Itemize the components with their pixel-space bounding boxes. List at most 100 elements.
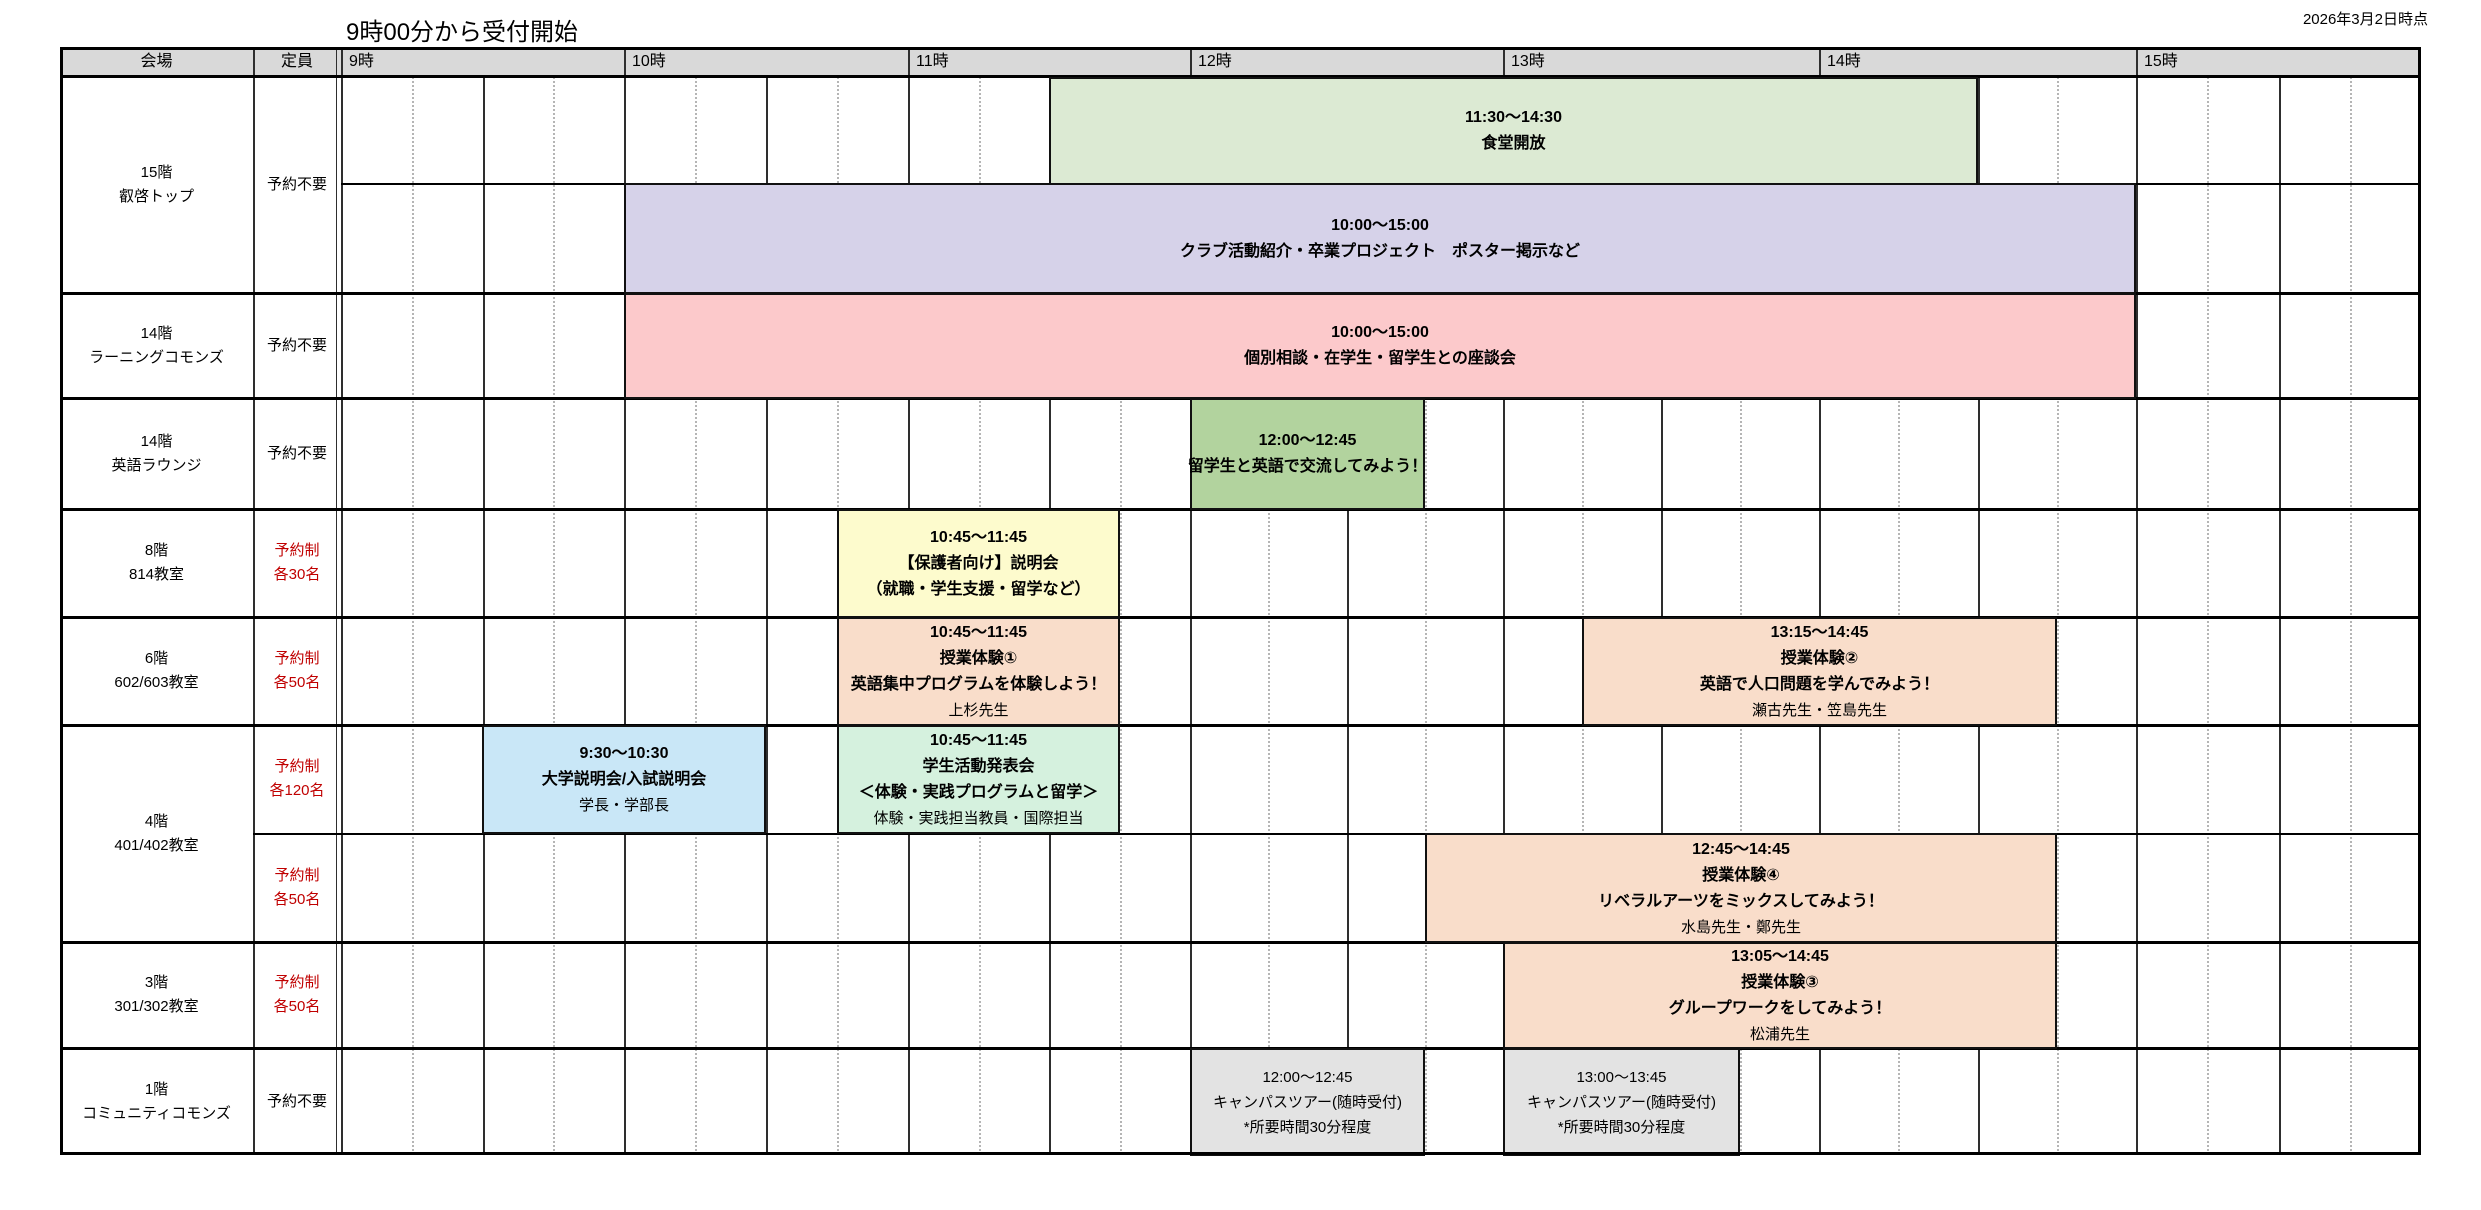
header-venue-label: 会場: [140, 53, 173, 70]
capacity-cell-1f: 予約不要: [253, 1048, 341, 1155]
header-bottom-border: [60, 75, 2421, 78]
row-border: [60, 941, 2421, 944]
event-club-poster-exhibit: 10:00〜15:00 クラブ活動紹介・卒業プロジェクト ポスター掲示など: [624, 183, 2136, 294]
event-presenter: 瀬古先生・笠島先生: [1751, 702, 1887, 719]
capacity-cell-4f-a: 予約制 各120名: [253, 725, 341, 833]
lane-divider: [253, 833, 2421, 835]
venue-floor: 6階: [144, 650, 169, 667]
capacity-line: 予約制: [274, 542, 320, 559]
capacity-cell-4f-b: 予約制 各50名: [253, 833, 341, 942]
venue-name: コミュニティコモンズ: [82, 1104, 231, 1122]
venue-name: 401/402教室: [114, 836, 199, 854]
event-title: 学生活動発表会: [922, 758, 1035, 775]
event-individual-consultation: 10:00〜15:00 個別相談・在学生・留学生との座談会: [624, 293, 2136, 399]
event-title: 大学説明会/入試説明会: [541, 771, 707, 788]
venue-cell-3f: 3階 301/302教室: [60, 942, 253, 1048]
event-time: 13:15〜14:45: [1770, 624, 1869, 641]
event-english-exchange: 12:00〜12:45 留学生と英語で交流してみよう！: [1187, 398, 1428, 510]
event-time: 12:00〜12:45: [1258, 432, 1357, 449]
hour-label-14: 14時: [1827, 53, 1861, 70]
venue-floor: 3階: [144, 974, 169, 991]
venue-cell-15f: 15階 叡啓トップ: [60, 77, 253, 293]
capacity-line: 予約不要: [266, 1092, 327, 1110]
venue-cell-4f: 4階 401/402教室: [60, 725, 253, 942]
event-title: キャンパスツアー(随時受付): [1212, 1093, 1403, 1111]
event-time: 12:00〜12:45: [1262, 1068, 1353, 1086]
table-header-background: [60, 47, 2421, 77]
capacity-cell-3f: 予約制 各50名: [253, 942, 341, 1048]
venue-floor: 8階: [144, 542, 169, 559]
event-title: 授業体験④: [1702, 866, 1780, 884]
hour-label-15: 15時: [2144, 53, 2178, 70]
venue-floor: 1階: [144, 1080, 169, 1098]
event-student-activity-presentation: 10:45〜11:45 学生活動発表会 ＜体験・実践プログラムと留学＞ 体験・実…: [837, 725, 1120, 834]
venue-cell-14f-english-lounge: 14階 英語ラウンジ: [60, 398, 253, 509]
hour-label-10: 10時: [632, 53, 666, 70]
capacity-line: 予約不要: [266, 444, 327, 462]
event-trial-lesson-4: 12:45〜14:45 授業体験④ リベラルアーツをミックスしてみよう！ 水島先…: [1425, 833, 2057, 943]
venue-name: ラーニングコモンズ: [89, 348, 224, 366]
event-presenter: 水島先生・鄭先生: [1680, 918, 1801, 936]
event-time: 13:00〜13:45: [1576, 1068, 1667, 1086]
event-parents-briefing: 10:45〜11:45 【保護者向け】説明会 （就職・学生支援・留学など）: [837, 509, 1120, 618]
event-time: 13:05〜14:45: [1731, 948, 1829, 965]
row-border: [60, 724, 2421, 727]
venue-cell-1f: 1階 コミュニティコモンズ: [60, 1048, 253, 1155]
capacity-line: 予約不要: [266, 176, 327, 193]
venue-name: 301/302教室: [114, 998, 199, 1015]
event-trial-lesson-2: 13:15〜14:45 授業体験② 英語で人口問題を学んでみよう！ 瀬古先生・笠…: [1582, 617, 2057, 726]
column-line-venue-capacity: [253, 47, 255, 1155]
event-title: 授業体験①: [939, 650, 1018, 667]
event-subtitle: グループワークをしてみよう！: [1668, 1000, 1892, 1017]
gridline-hour: [1503, 47, 1505, 1155]
capacity-line: 各50名: [273, 674, 321, 691]
event-presenter: 松浦先生: [1749, 1026, 1810, 1043]
capacity-line: 予約制: [274, 866, 320, 884]
event-title: 留学生と英語で交流してみよう！: [1187, 458, 1428, 475]
event-time: 12:45〜14:45: [1692, 840, 1790, 858]
capacity-line: 各50名: [273, 890, 321, 908]
gridline-hour: [2136, 47, 2138, 1155]
capacity-cell-14f-lc: 予約不要: [253, 293, 341, 398]
hour-label-13: 13時: [1511, 53, 1545, 70]
capacity-cell-15f: 予約不要: [253, 77, 341, 293]
event-presenter: 上杉先生: [948, 702, 1009, 719]
column-line-grid-start: [341, 47, 343, 1155]
venue-floor: 14階: [140, 324, 173, 342]
event-title: 授業体験③: [1741, 974, 1819, 991]
capacity-line: 予約制: [274, 974, 320, 991]
venue-floor: 4階: [144, 812, 169, 830]
venue-floor: 14階: [140, 432, 173, 450]
capacity-line: 予約不要: [266, 336, 327, 354]
event-university-admissions-briefing: 9:30〜10:30 大学説明会/入試説明会 学長・学部長: [482, 725, 766, 834]
event-time: 9:30〜10:30: [579, 745, 669, 762]
capacity-cell-14f-el: 予約不要: [253, 398, 341, 509]
gridline-hour: [1190, 47, 1192, 1155]
venue-floor: 15階: [140, 164, 173, 181]
event-time: 10:45〜11:45: [930, 732, 1027, 749]
event-note: *所要時間30分程度: [1243, 1118, 1372, 1136]
header-capacity-label: 定員: [280, 53, 313, 70]
event-title: クラブ活動紹介・卒業プロジェクト ポスター掲示など: [1179, 242, 1580, 260]
event-trial-lesson-1: 10:45〜11:45 授業体験① 英語集中プログラムを体験しよう！ 上杉先生: [837, 617, 1120, 726]
event-subtitle: 英語で人口問題を学んでみよう！: [1699, 676, 1940, 693]
capacity-line: 各120名: [269, 782, 325, 799]
event-presenter: 体験・実践担当教員・国際担当: [873, 810, 1084, 827]
capacity-line: 各30名: [273, 566, 321, 583]
page-title: 9時00分から受付開始: [346, 19, 579, 46]
event-title: 【保護者向け】説明会: [898, 554, 1059, 572]
gridline-hour: [624, 47, 626, 1155]
venue-name: 602/603教室: [114, 674, 199, 691]
venue-name: 英語ラウンジ: [111, 456, 202, 474]
row-border: [60, 616, 2421, 619]
hour-label-9: 9時: [349, 53, 374, 70]
event-title: 授業体験②: [1780, 650, 1859, 667]
hour-label-11: 11時: [916, 53, 949, 70]
event-subtitle: リベラルアーツをミックスしてみよう！: [1598, 892, 1884, 910]
event-note: *所要時間30分程度: [1557, 1118, 1686, 1136]
venue-name: 叡啓トップ: [118, 188, 194, 205]
venue-cell-8f: 8階 814教室: [60, 509, 253, 617]
gridline-hour: [1819, 47, 1821, 1155]
venue-name: 814教室: [128, 566, 185, 583]
